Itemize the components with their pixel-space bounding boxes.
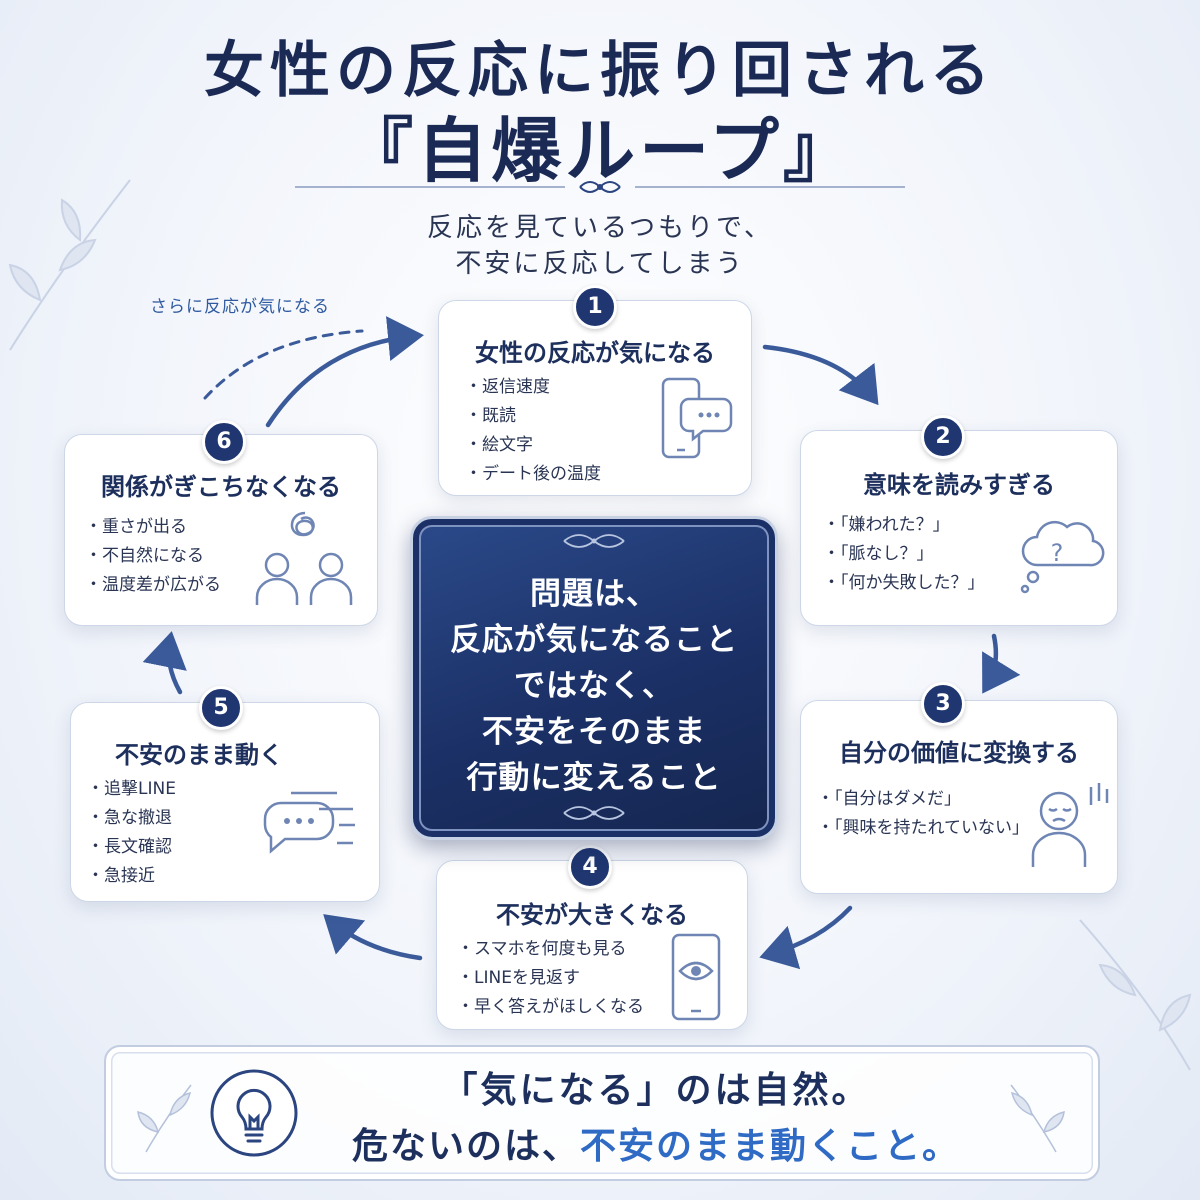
ornament-divider xyxy=(295,181,905,193)
arrow-5-to-6 xyxy=(142,631,187,695)
center-line-3: ではなく、 xyxy=(514,668,674,704)
sad-person-icon xyxy=(1031,783,1109,867)
step-title-2: 意味を読みすぎる xyxy=(863,471,1055,499)
step-number-5: 5 xyxy=(199,686,243,730)
center-ornament-top xyxy=(563,534,625,548)
arrow-loop-dashed xyxy=(203,329,364,400)
speech-bubble-icon xyxy=(263,791,355,854)
step-title-6: 関係がぎこちなくなる xyxy=(101,473,341,501)
step-title-1: 女性の反応が気になる xyxy=(475,339,715,367)
list-item: 急な撤退 xyxy=(87,804,176,833)
arrow-2-to-3 xyxy=(982,633,1021,694)
loop-label: さらに反応が気になる xyxy=(150,297,330,317)
step-card-5: 不安のまま動く 追撃LINE 急な撤退 長文確認 急接近 xyxy=(70,702,380,902)
center-line-5: 行動に変えること xyxy=(466,760,722,796)
step-number-3: 3 xyxy=(921,682,965,726)
two-people-tangle-icon xyxy=(255,511,353,605)
list-item: 「何か失敗した？」 xyxy=(823,569,985,598)
list-item: 追撃LINE xyxy=(87,775,176,804)
leaf-decoration-left xyxy=(8,179,131,351)
center-line-2: 反応が気になること xyxy=(450,622,738,658)
lightbulb-icon xyxy=(210,1069,298,1157)
list-item: 長文確認 xyxy=(87,833,176,862)
center-ornament-bottom xyxy=(563,806,625,820)
arrow-4-to-5 xyxy=(323,914,423,961)
smartphone-chat-icon xyxy=(661,377,733,459)
bottom-message-box: 「気になる」のは自然。 危ないのは、不安のまま動くこと。 xyxy=(104,1045,1100,1181)
step-title-3: 自分の価値に変換する xyxy=(839,739,1079,767)
list-item: 既読 xyxy=(465,402,601,431)
step-number-2: 2 xyxy=(921,415,965,459)
step-title-5: 不安のまま動く xyxy=(115,741,283,769)
step-card-6: 関係がぎこちなくなる 重さが出る 不自然になる 温度差が広がる xyxy=(64,434,378,626)
subtitle-line1: 反応を見ているつもりで、 xyxy=(427,213,773,243)
list-item: 重さが出る xyxy=(85,513,221,542)
list-item: LINEを見返す xyxy=(457,964,644,993)
step-card-3: 自分の価値に変換する 「自分はダメだ」 「興味を持たれていない」 xyxy=(800,700,1118,894)
step-number-4: 4 xyxy=(568,845,612,889)
arrow-1-to-2 xyxy=(762,344,879,406)
arrow-3-to-4 xyxy=(759,905,853,970)
step-list-6: 重さが出る 不自然になる 温度差が広がる xyxy=(85,513,221,600)
list-item: スマホを何度も見る xyxy=(457,935,644,964)
list-item: 「自分はダメだ」 xyxy=(817,785,1029,814)
step-card-1: 女性の反応が気になる 返信速度 既読 絵文字 デート後の温度 xyxy=(438,300,752,496)
step-number-1: 1 xyxy=(573,285,617,329)
list-item: 温度差が広がる xyxy=(85,571,221,600)
bottom-message-highlight: 不安のまま動くこと。 xyxy=(580,1125,961,1167)
step-list-1: 返信速度 既読 絵文字 デート後の温度 xyxy=(465,373,601,489)
list-item: 返信速度 xyxy=(465,373,601,402)
subtitle-line2: 不安に反応してしまう xyxy=(455,249,745,279)
center-message: 問題は、 反応が気になること ではなく、 不安をそのまま 行動に変えること xyxy=(413,571,775,801)
leaf-ornament-left xyxy=(137,1084,192,1153)
step-list-4: スマホを何度も見る LINEを見返す 早く答えがほしくなる xyxy=(457,935,644,1022)
step-list-5: 追撃LINE 急な撤退 長文確認 急接近 xyxy=(87,775,176,891)
step-list-2: 「嫌われた？」 「脈なし？」 「何か失敗した？」 xyxy=(823,511,985,598)
bottom-message-line1: 「気になる」のは自然。 xyxy=(441,1069,871,1111)
list-item: 「興味を持たれていない」 xyxy=(817,814,1029,843)
page-title-emphasis: 『自爆ループ』 xyxy=(343,109,857,192)
step-card-2: 意味を読みすぎる 「嫌われた？」 「脈なし？」 「何か失敗した？」 ? xyxy=(800,430,1118,626)
step-title-4: 不安が大きくなる xyxy=(496,901,688,929)
list-item: 「脈なし？」 xyxy=(823,540,985,569)
list-item: デート後の温度 xyxy=(465,460,601,489)
smartphone-eye-icon xyxy=(671,933,721,1021)
bottom-message-prefix: 危ないのは、 xyxy=(351,1125,580,1167)
bottom-message-line2: 危ないのは、不安のまま動くこと。 xyxy=(296,1117,1016,1169)
center-line-4: 不安をそのまま xyxy=(482,714,706,750)
list-item: 絵文字 xyxy=(465,431,601,460)
center-line-1: 問題は、 xyxy=(530,576,658,612)
list-item: 早く答えがほしくなる xyxy=(457,993,644,1022)
list-item: 急接近 xyxy=(87,862,176,891)
step-list-3: 「自分はダメだ」 「興味を持たれていない」 xyxy=(817,785,1029,843)
page-title: 女性の反応に振り回される xyxy=(204,36,996,106)
center-message-panel: 問題は、 反応が気になること ではなく、 不安をそのまま 行動に変えること xyxy=(410,516,778,840)
list-item: 不自然になる xyxy=(85,542,221,571)
subtitle: 反応を見ているつもりで、 不安に反応してしまう xyxy=(0,210,1200,282)
leaf-ornament-right xyxy=(1010,1084,1065,1153)
svg-text:?: ? xyxy=(1051,539,1064,567)
arrow-6-to-1 xyxy=(265,316,424,428)
leaf-decoration-right xyxy=(1079,919,1192,1071)
thought-bubble-question-icon: ? xyxy=(1020,520,1105,594)
list-item: 「嫌われた？」 xyxy=(823,511,985,540)
step-number-6: 6 xyxy=(202,420,246,464)
